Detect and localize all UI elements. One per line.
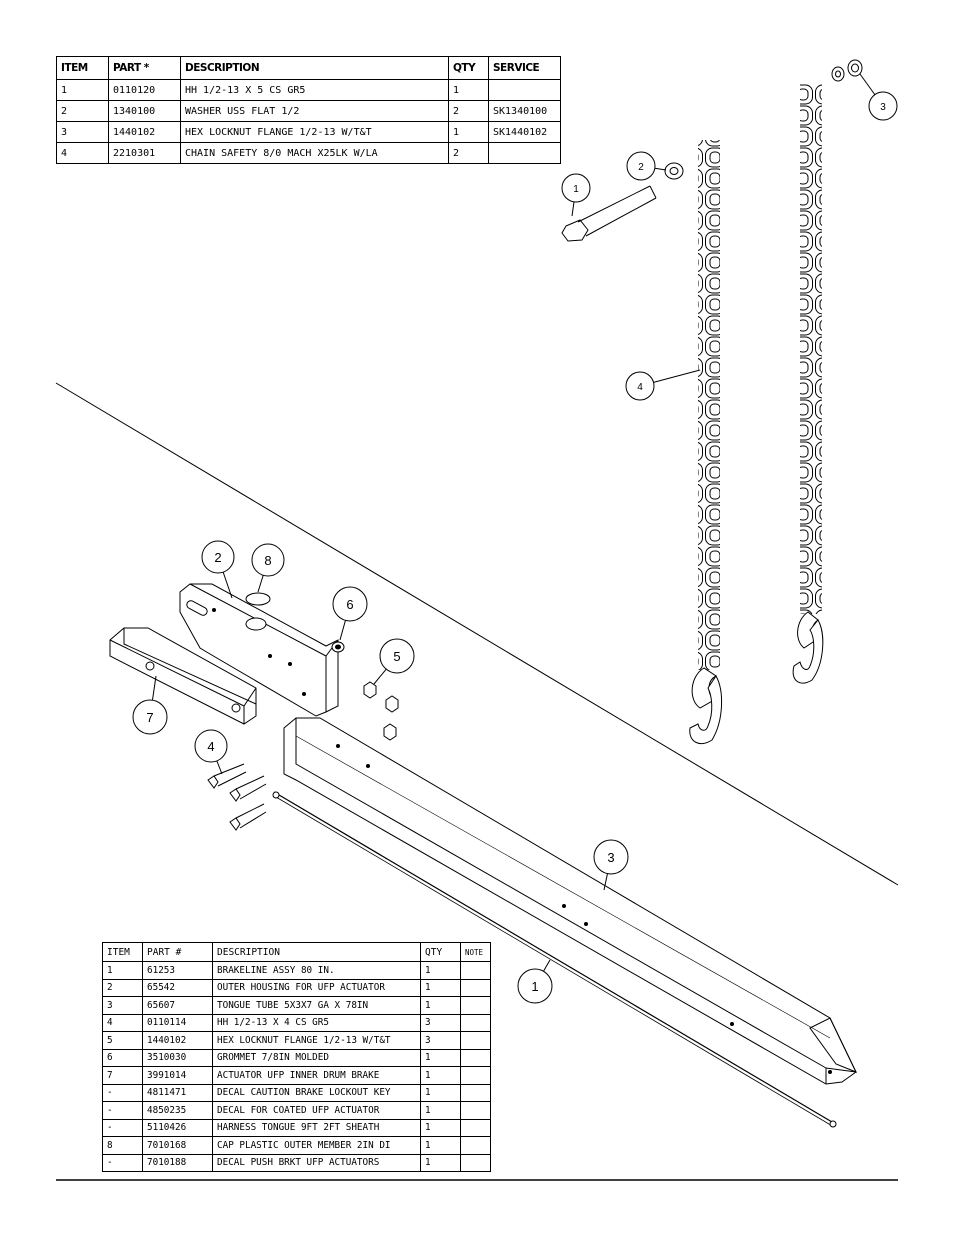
callout-number: 4 — [207, 739, 214, 754]
leader-line — [571, 201, 575, 217]
callout-actuator: 7 — [132, 675, 168, 735]
header-note: NOTE — [460, 942, 491, 962]
table-header-row: ITEM PART # DESCRIPTION QTY NOTE — [102, 942, 491, 962]
plastic-cap-part — [245, 592, 271, 606]
leader-line — [373, 668, 387, 685]
callout-number: 1 — [573, 184, 579, 195]
callout-number: 3 — [880, 102, 886, 113]
leader-line — [543, 959, 551, 972]
divider-line — [55, 382, 899, 886]
leader-line — [859, 73, 876, 95]
cell-description: CHAIN SAFETY 8/0 MACH X25LK W/LA — [180, 142, 449, 164]
bolts-part — [207, 763, 267, 831]
callout-tongue-tube: 3 — [593, 839, 629, 891]
chain-bolt — [561, 185, 657, 242]
callout-number: 5 — [393, 649, 400, 664]
leader-line — [151, 675, 157, 701]
callout-number: 4 — [637, 382, 643, 393]
table-row: 1 0110120 HH 1/2-13 X 5 CS GR5 1 — [56, 79, 561, 101]
callout-circle — [332, 586, 368, 622]
callout-number: 2 — [214, 550, 221, 565]
leader-line — [603, 873, 608, 891]
callout-bolts: 4 — [194, 729, 228, 775]
locknuts-part — [363, 681, 399, 741]
header-part: PART * — [108, 56, 181, 80]
callout-number: 8 — [264, 553, 271, 568]
callout-chain: 4 — [625, 369, 701, 401]
cell-service — [488, 142, 561, 164]
callout-number: 6 — [346, 597, 353, 612]
callout-circle — [251, 543, 285, 577]
cell-qty: 1 — [420, 1153, 461, 1172]
actuator-part — [109, 627, 257, 725]
grommet-part — [331, 641, 345, 653]
leader-line — [222, 571, 233, 599]
leader-line — [216, 760, 223, 775]
header-item: ITEM — [56, 56, 109, 80]
callout-circle — [379, 638, 415, 674]
callout-circle — [201, 540, 235, 574]
callout-circle — [561, 173, 591, 203]
safety-chain-right — [792, 84, 824, 684]
table-header-row: ITEM PART * DESCRIPTION QTY SERVICE — [56, 56, 561, 80]
callout-outer-housing: 2 — [201, 540, 235, 599]
table-row: 4 2210301 CHAIN SAFETY 8/0 MACH X25LK W/… — [56, 142, 561, 164]
chain-washer-nut — [831, 59, 863, 82]
callout-circle — [626, 151, 656, 181]
callout-circle — [625, 371, 655, 401]
leader-line — [339, 620, 346, 641]
leader-line — [653, 369, 701, 383]
header-part: PART # — [142, 942, 213, 962]
callout-number: 3 — [607, 850, 614, 865]
callout-chain-bolt: 1 — [561, 173, 591, 217]
brakeline-part — [272, 791, 837, 1128]
callout-circle — [593, 839, 629, 875]
leader-line — [257, 575, 264, 593]
callout-number: 7 — [146, 710, 153, 725]
callout-chain-nut: 3 — [859, 73, 898, 121]
callout-brakeline: 1 — [517, 959, 553, 1004]
cell-note — [460, 1153, 491, 1172]
tongue-tube-part — [283, 717, 858, 1085]
callout-circle — [517, 968, 553, 1004]
cell-item: 4 — [56, 142, 109, 164]
cell-qty: 2 — [448, 142, 489, 164]
outer-housing-part — [179, 583, 339, 717]
table-row: 3 1440102 HEX LOCKNUT FLANGE 1/2-13 W/T&… — [56, 121, 561, 143]
safety-chain-left — [689, 140, 723, 744]
chain-washer — [664, 162, 684, 180]
callout-chain-washer: 2 — [626, 151, 667, 181]
callout-circle — [194, 729, 228, 763]
callout-number: 1 — [531, 979, 538, 994]
chain-parts-table: ITEM PART * DESCRIPTION QTY SERVICE 1 01… — [56, 56, 561, 164]
header-qty: QTY — [448, 56, 489, 80]
callout-grommet: 6 — [332, 586, 368, 641]
leader-line — [654, 167, 667, 171]
callout-circle — [868, 91, 898, 121]
callout-number: 2 — [638, 162, 644, 173]
callout-cap: 8 — [251, 543, 285, 593]
callout-circle — [132, 699, 168, 735]
callout-locknuts: 5 — [373, 638, 415, 685]
